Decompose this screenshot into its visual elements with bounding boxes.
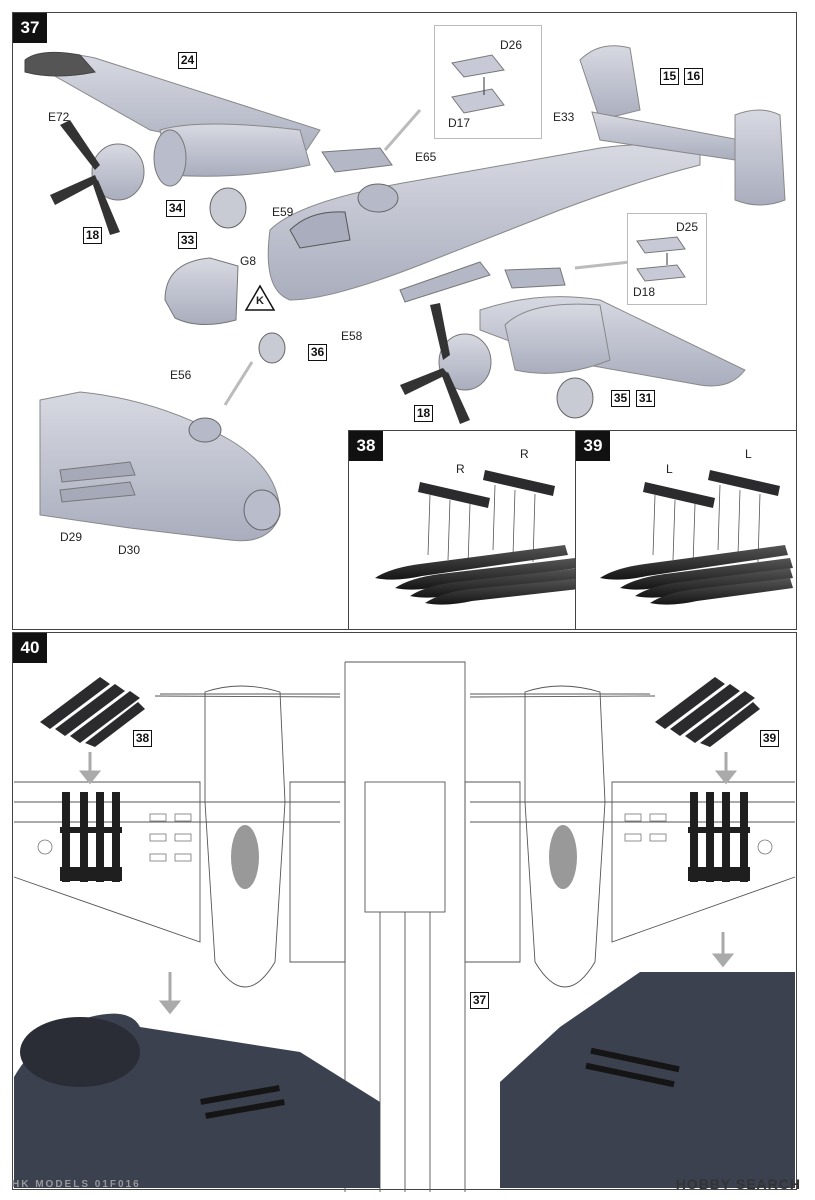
label-E56: E56 (170, 368, 192, 382)
label-D26: D26 (500, 38, 523, 52)
step-39-number: 39 (576, 431, 610, 461)
footer-brand: HK MODELS 01F016 (12, 1179, 141, 1190)
label-E59: E59 (272, 205, 294, 219)
label-D18: D18 (633, 285, 656, 299)
step-38-number: 38 (349, 431, 383, 461)
label-R-2: R (520, 447, 529, 461)
part-35: 35 (611, 390, 630, 407)
part-16: 16 (684, 68, 703, 85)
part-33: 33 (178, 232, 197, 249)
label-K: K (256, 295, 264, 307)
footer-watermark: HOBBY SEARCH (675, 1176, 801, 1192)
label-E72: E72 (48, 110, 70, 124)
inset-D26-D17 (434, 25, 542, 139)
part-15: 15 (660, 68, 679, 85)
rocket-rack-R (375, 470, 588, 605)
step-40-number: 40 (13, 633, 47, 663)
inset-D26-D17-parts (451, 54, 505, 114)
part-39-ref: 39 (760, 730, 779, 747)
label-D29: D29 (60, 530, 83, 544)
underside-plan-view (13, 661, 796, 1192)
label-D17: D17 (448, 116, 471, 130)
rocket-rack-L (600, 470, 793, 605)
part-31: 31 (636, 390, 655, 407)
label-D30: D30 (118, 543, 141, 557)
label-G8: G8 (240, 254, 257, 268)
label-L-2: L (745, 447, 752, 461)
part-34: 34 (166, 200, 185, 217)
label-R-1: R (456, 462, 465, 476)
label-D25: D25 (676, 220, 699, 234)
label-E33: E33 (553, 110, 575, 124)
part-36: 36 (308, 344, 327, 361)
warning-triangle-icon (244, 284, 276, 311)
part-38-ref: 38 (133, 730, 152, 747)
label-L-1: L (666, 462, 673, 476)
part-37-ref: 37 (470, 992, 489, 1009)
label-E58: E58 (341, 329, 363, 343)
part-24: 24 (178, 52, 197, 69)
label-E65: E65 (415, 150, 437, 164)
inset-D25-D18-parts (636, 236, 686, 282)
part-18-right: 18 (414, 405, 433, 422)
part-18-left: 18 (83, 227, 102, 244)
step-37-number: 37 (13, 13, 47, 43)
left-wing-illustration (24, 45, 786, 542)
